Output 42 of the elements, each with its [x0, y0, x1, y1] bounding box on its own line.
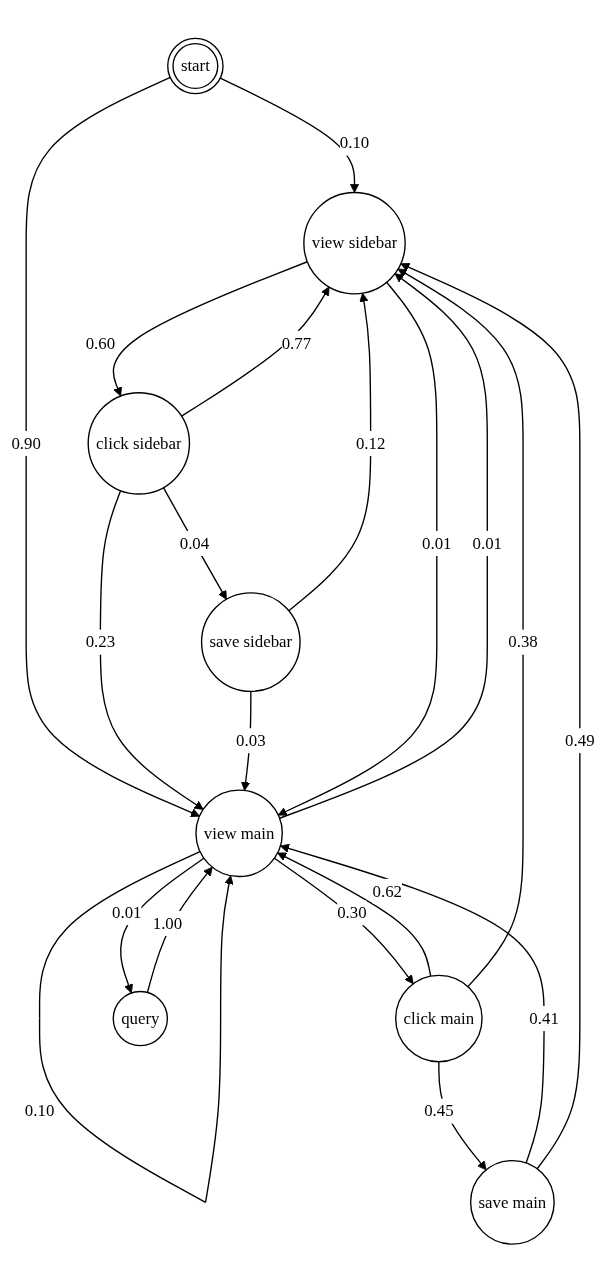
arrow: [288, 292, 372, 612]
edge-label: 0.49: [565, 731, 595, 749]
arrow: [112, 260, 309, 397]
node-circle: view main: [195, 789, 283, 877]
edge-label: 0.04: [179, 533, 210, 552]
arrow: [180, 286, 330, 417]
edge-label: 0.41: [529, 1008, 559, 1027]
edge-label: 0.01: [112, 902, 142, 921]
node-circle: view sidebar: [303, 191, 406, 295]
node-circle: query: [112, 990, 169, 1047]
arrow: [219, 77, 360, 193]
node-circle: click main: [395, 974, 483, 1063]
arrow: [397, 268, 524, 988]
arrow: [280, 843, 545, 1164]
edge-label: 1.00: [152, 913, 183, 932]
arrow: [278, 273, 488, 819]
edge-label: 0.90: [11, 433, 41, 452]
edge-label: 0.12: [355, 433, 386, 452]
edge-label: 0.10: [24, 1101, 55, 1120]
edge-label: 0.45: [424, 1101, 454, 1120]
edge-label: 0.10: [339, 133, 370, 152]
edge-label: 0.03: [236, 731, 266, 749]
arrow: [277, 281, 438, 816]
arrow: [99, 489, 204, 810]
arrow: [146, 866, 213, 993]
edge-label: 0.62: [372, 881, 403, 900]
edge-label: 0.38: [508, 632, 538, 651]
arrow: [273, 857, 414, 984]
node-circle: start: [167, 37, 224, 95]
edge-label: 0.23: [85, 632, 116, 651]
arrow: [25, 76, 200, 817]
node-circle: save sidebar: [200, 591, 301, 692]
edge-label: 0.01: [472, 533, 503, 552]
arrow: [277, 852, 432, 977]
node-circle: click sidebar: [87, 391, 191, 495]
edge-label: 0.60: [85, 333, 116, 352]
edge-label: 0.30: [337, 903, 367, 921]
node-circle: save main: [469, 1159, 555, 1245]
edge-label: 0.77: [281, 333, 312, 352]
arrow: [162, 486, 227, 600]
arrow: [120, 857, 205, 994]
edge-label: 0.01: [422, 533, 452, 552]
